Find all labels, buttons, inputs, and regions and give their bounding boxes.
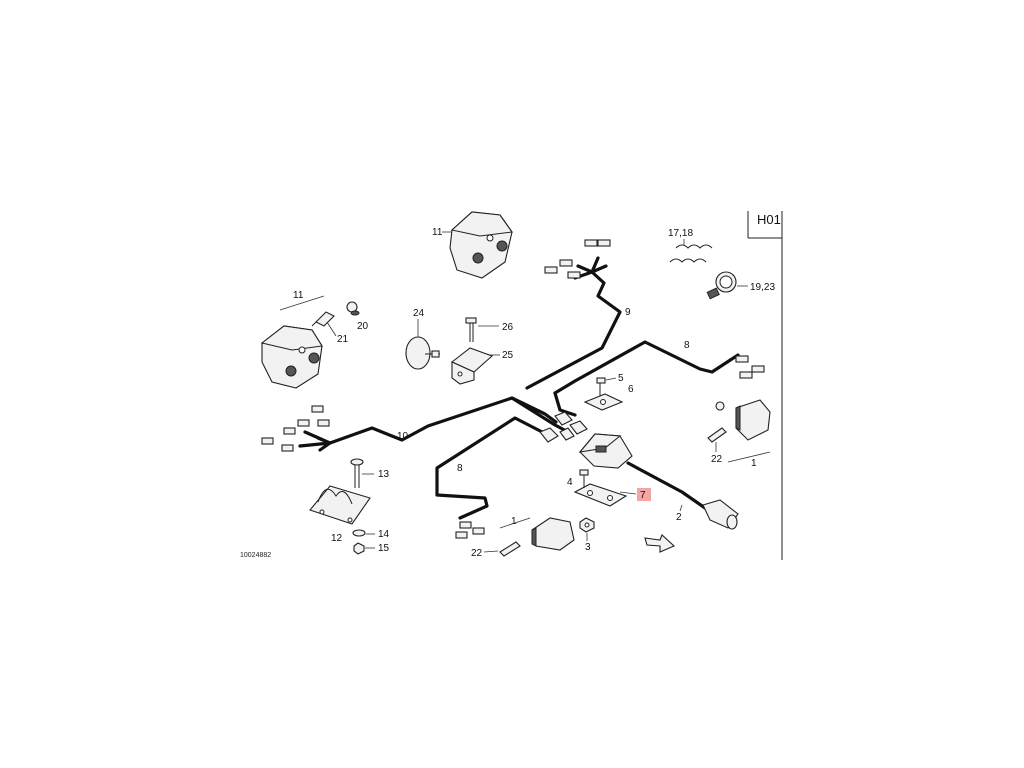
part-11-top-box bbox=[449, 211, 513, 279]
label-4: 4 bbox=[567, 477, 573, 488]
harness-8-upper-wire bbox=[553, 340, 740, 395]
part-13-screw bbox=[350, 458, 364, 488]
part-14-washer bbox=[352, 529, 366, 537]
harness-8-lower-wire bbox=[435, 416, 550, 520]
drawing-number: 10024882 bbox=[240, 552, 271, 559]
part-24-disc bbox=[405, 336, 440, 370]
label-9: 9 bbox=[625, 307, 631, 318]
label-7: 7 bbox=[640, 490, 646, 501]
harness-10-wire bbox=[328, 396, 572, 445]
wires bbox=[298, 256, 740, 520]
label-25: 25 bbox=[502, 350, 514, 361]
label-24: 24 bbox=[413, 308, 425, 319]
part-2-plug bbox=[702, 499, 739, 530]
part-12-clamp bbox=[309, 485, 371, 525]
label-14: 14 bbox=[378, 529, 390, 540]
sheet-code: H01 bbox=[757, 212, 781, 227]
part-17-18-spring bbox=[669, 244, 713, 263]
harness-8-lower-connectors bbox=[455, 427, 559, 539]
part-15-nut bbox=[353, 542, 365, 555]
label-8-lower: 8 bbox=[457, 463, 463, 474]
harness-9-fan bbox=[573, 256, 608, 280]
part-19-23-ring bbox=[706, 271, 737, 300]
label-22-lower: 22 bbox=[471, 548, 483, 559]
label-10: 10 bbox=[397, 431, 409, 442]
part-4-bolt bbox=[579, 469, 589, 488]
part-25-bracket bbox=[450, 347, 494, 385]
part-22-right-bulb bbox=[707, 427, 727, 443]
label-26: 26 bbox=[502, 322, 514, 333]
part-7-mount-plate bbox=[573, 483, 628, 507]
label-1-right: 1 bbox=[751, 458, 757, 469]
label-22-right: 22 bbox=[711, 454, 723, 465]
label-3: 3 bbox=[585, 542, 591, 553]
part-1-lower-lamp bbox=[531, 517, 575, 551]
label-20: 20 bbox=[357, 321, 369, 332]
label-1-lower: 1 bbox=[511, 516, 517, 527]
label-15: 15 bbox=[378, 543, 390, 554]
part-11-left-box bbox=[260, 325, 323, 389]
label-2: 2 bbox=[676, 512, 682, 523]
harness-8-upper-branch bbox=[553, 391, 577, 417]
label-13: 13 bbox=[378, 469, 390, 480]
harness-10-fan bbox=[298, 430, 332, 452]
harness-10-left-terminals bbox=[261, 405, 330, 452]
part-6-plate bbox=[583, 393, 624, 411]
label-11-left: 11 bbox=[293, 290, 304, 301]
direction-arrow bbox=[644, 534, 675, 553]
part-21-bulb bbox=[311, 311, 335, 327]
harness-9-terminals bbox=[544, 239, 611, 279]
cable-2-wire bbox=[626, 461, 707, 510]
label-19-23: 19,23 bbox=[750, 282, 775, 293]
label-6: 6 bbox=[628, 384, 634, 395]
connector-block bbox=[578, 433, 633, 469]
label-5: 5 bbox=[618, 373, 624, 384]
label-11-top: 11 bbox=[432, 227, 443, 238]
label-17-18: 17,18 bbox=[668, 228, 693, 239]
harness-10-end-connectors bbox=[554, 411, 588, 441]
part-3-nut bbox=[579, 517, 595, 533]
harness-9-wire bbox=[525, 270, 622, 390]
label-21: 21 bbox=[337, 334, 349, 345]
part-5-screw bbox=[596, 377, 606, 396]
part-1-right-lamp bbox=[715, 399, 771, 441]
harness-8-upper-terminals bbox=[735, 355, 765, 379]
highlight-7 bbox=[637, 488, 651, 501]
harness-10-branch bbox=[510, 396, 558, 424]
drawing-frame bbox=[747, 211, 783, 560]
label-12: 12 bbox=[331, 533, 343, 544]
label-8-upper: 8 bbox=[684, 340, 690, 351]
part-20-socket bbox=[346, 301, 360, 316]
part-26-bolt bbox=[465, 317, 477, 342]
part-22-lower-bulb bbox=[499, 541, 521, 557]
